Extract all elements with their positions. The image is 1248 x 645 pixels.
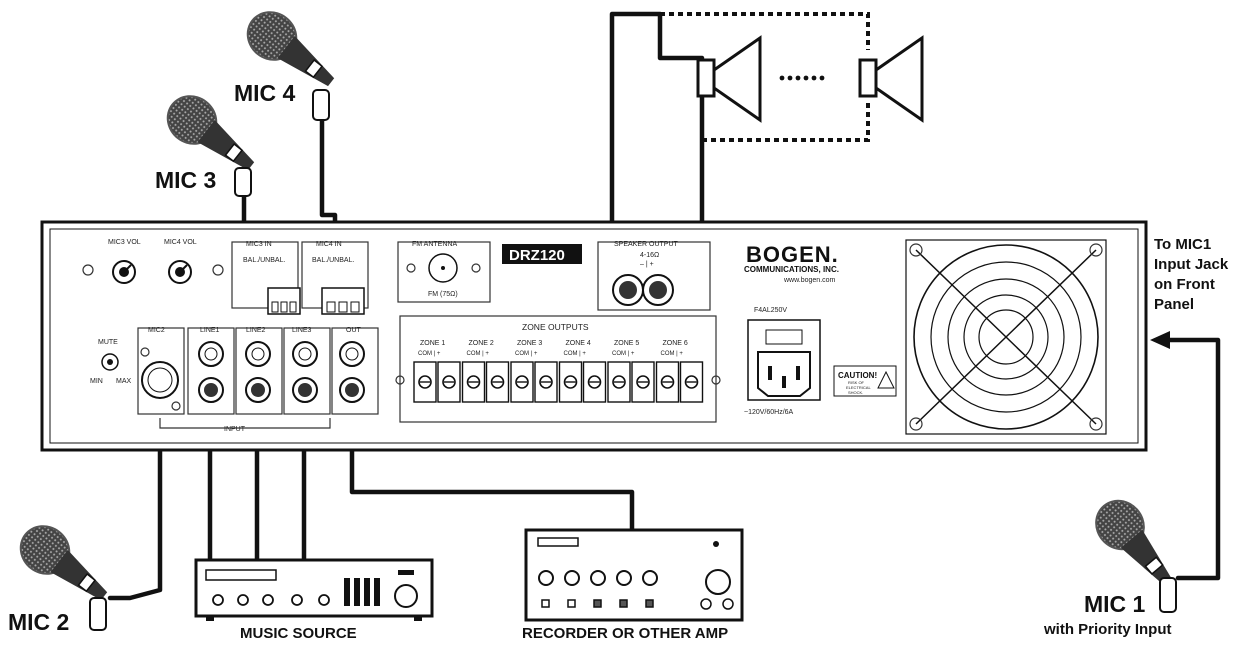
music-source-device (194, 558, 434, 621)
mic2-label: MIC 2 (8, 609, 69, 635)
fuse-label: F4AL250V (754, 307, 787, 314)
mute-min-label: MIN (90, 378, 103, 385)
mic1-label: MIC 1 (1084, 591, 1146, 617)
speaker-right (858, 35, 924, 123)
zone-com-plus-label: COM | + (467, 351, 490, 357)
brand-sub: COMMUNICATIONS, INC. (744, 265, 839, 274)
speaker-output-label: SPEAKER OUTPUT (614, 241, 679, 248)
mic3-clip (234, 167, 252, 197)
input-bracket (159, 418, 331, 429)
fm-ohm-label: FM (75Ω) (428, 291, 458, 298)
mic2-icon (19, 525, 108, 601)
caution-line: RISK OF (848, 380, 865, 385)
mic4-icon (246, 11, 335, 87)
zone-outputs-label: ZONE OUTPUTS (522, 322, 589, 332)
mic4-label: MIC 4 (234, 80, 296, 106)
caution-title: CAUTION! (838, 371, 877, 380)
out-frame (331, 327, 379, 415)
power-rating-label: ~120V/60Hz/6A (744, 409, 794, 416)
arrow-to-front-panel (1150, 331, 1170, 349)
mic2-jack-label: MIC2 (148, 327, 165, 334)
zone-label: ZONE 4 (566, 340, 591, 347)
mic2-clip (89, 597, 107, 631)
mic3-in-label: MIC3 IN (246, 241, 272, 248)
speaker-output-frame (597, 241, 711, 311)
to-mic1-line: Input Jack (1154, 256, 1229, 273)
mute-max-label: MAX (116, 378, 132, 385)
mic1-clip (1159, 577, 1177, 613)
input-label: INPUT (224, 426, 246, 433)
power-inlet (757, 351, 811, 397)
to-mic1-line: To MIC1 (1154, 236, 1211, 253)
screw-icon (82, 264, 94, 276)
mic1-cable (1157, 337, 1221, 581)
speaker-terminal-plus (642, 274, 674, 306)
mic3-vol-label: MIC3 VOL (108, 239, 141, 246)
warning-icon (877, 370, 895, 389)
music-source-label: MUSIC SOURCE (240, 625, 357, 642)
zone-label: ZONE 3 (517, 340, 542, 347)
fm-antenna-label: FM ANTENNA (412, 241, 457, 248)
recorder-device (524, 528, 744, 622)
zone-label: ZONE 1 (420, 340, 445, 347)
line3-frame (283, 327, 331, 415)
mute-label: MUTE (98, 339, 118, 346)
zone-label: ZONE 2 (469, 340, 494, 347)
mic1-icon (1095, 499, 1173, 586)
rear-panel: MIC3 VOL MIC4 VOL MIC3 IN BAL./UNBAL. MI… (40, 220, 1148, 452)
line1-frame (187, 327, 235, 415)
mic4-bal-label: BAL./UNBAL. (312, 257, 354, 264)
to-mic1-line: Panel (1154, 296, 1194, 313)
speaker-pol-label: – | + (640, 261, 654, 268)
mic3-bal-label: BAL./UNBAL. (243, 257, 285, 264)
recorder-label: RECORDER OR OTHER AMP (522, 625, 728, 642)
zone-label: ZONE 6 (663, 340, 688, 347)
mic4-in-label: MIC4 IN (316, 241, 342, 248)
mic1-sub-label: with Priority Input (1043, 621, 1172, 638)
zone-outputs-frame (399, 315, 717, 423)
caution-line: ELECTRICAL (846, 385, 871, 390)
zone-terminal-strip: ZONE 1 COM | + ZONE 2 COM | + ZONE 3 COM | + Z… (413, 340, 704, 403)
line1-label: LINE1 (200, 327, 220, 334)
line2-label: LINE2 (246, 327, 266, 334)
model-label: DRZ120 (509, 247, 565, 264)
mic3-vol-knob (112, 260, 136, 284)
speaker-link-bottom (702, 100, 870, 142)
model-badge (502, 244, 582, 264)
mic4-clip (312, 89, 330, 121)
mic4-vol-label: MIC4 VOL (164, 239, 197, 246)
screw-icon (212, 264, 224, 276)
brand-url: www.bogen.com (783, 277, 836, 284)
zone-com-plus-label: COM | + (661, 351, 684, 357)
speaker-imp-label: 4-16Ω (640, 252, 659, 259)
brand-logo: BOGEN. (746, 242, 839, 267)
to-mic1-line: on Front (1154, 276, 1215, 293)
mic3-in-frame (231, 241, 299, 309)
fan-grille (905, 239, 1107, 435)
zone-com-plus-label: COM | + (564, 351, 587, 357)
zone-com-plus-label: COM | + (612, 351, 635, 357)
zone-com-plus-label: COM | + (515, 351, 538, 357)
speaker-link-top (660, 12, 870, 50)
out-label: OUT (346, 327, 362, 334)
caution-line: SHOCK. (848, 390, 863, 395)
mic3-icon (166, 95, 255, 171)
mic4-vol-knob (168, 260, 192, 284)
line3-label: LINE3 (292, 327, 312, 334)
mic3-label: MIC 3 (155, 167, 216, 193)
speaker-terminal-minus (612, 274, 644, 306)
zone-com-plus-label: COM | + (418, 351, 441, 357)
mic2-jack-frame (137, 327, 185, 415)
fm-antenna-frame (397, 241, 491, 303)
zone-label: ZONE 5 (614, 340, 639, 347)
line2-frame (235, 327, 283, 415)
speaker-left (696, 35, 762, 123)
speaker-dots (779, 75, 825, 81)
mic2-cable (107, 392, 163, 601)
